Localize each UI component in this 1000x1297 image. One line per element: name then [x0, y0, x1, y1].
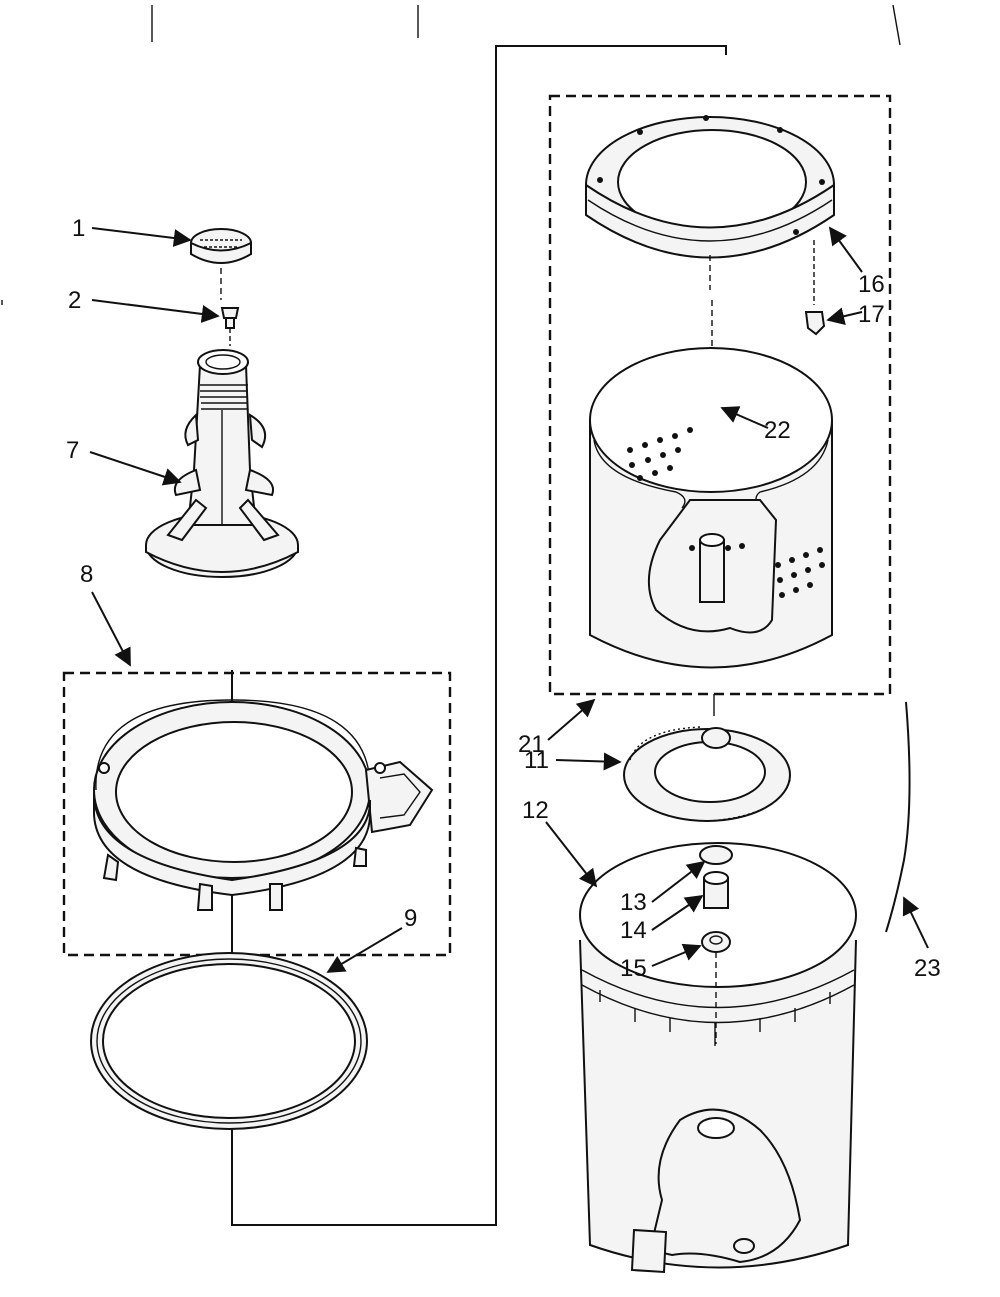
label-8: 8 — [80, 561, 93, 588]
label-7: 7 — [66, 437, 79, 464]
part-14-bearing — [703, 871, 729, 909]
part-labels: 1 2 7 8 9 11 12 13 14 15 16 17 21 22 23 — [66, 215, 941, 982]
part-7-agitator — [145, 349, 299, 578]
assembly-connector-line — [231, 45, 727, 1226]
part-2-bolt — [220, 307, 240, 346]
label-15: 15 — [620, 955, 647, 982]
assembly-21-box — [548, 94, 892, 696]
label-11: 11 — [524, 747, 549, 774]
leader-lines — [89, 226, 929, 973]
label-9: 9 — [404, 905, 417, 932]
part-12-outer-tub — [579, 842, 857, 1274]
label-22: 22 — [764, 417, 791, 444]
part-15-nut — [701, 931, 731, 1044]
label-21: 21 — [518, 731, 545, 758]
part-11-hub-gasket — [623, 694, 791, 822]
label-2: 2 — [68, 287, 81, 314]
assembly-8-box — [62, 671, 452, 957]
label-14: 14 — [620, 917, 647, 944]
label-17: 17 — [858, 301, 885, 328]
part-17-clip — [804, 240, 826, 336]
part-8-tub-ring — [92, 699, 434, 911]
label-23: 23 — [914, 955, 941, 982]
part-13-collar — [699, 845, 733, 865]
label-16: 16 — [858, 271, 885, 298]
part-23-hose — [885, 701, 911, 933]
label-13: 13 — [620, 889, 647, 916]
scan-marks — [1, 4, 901, 305]
part-1-agitator-cap — [190, 228, 252, 300]
part-16-balance-ring — [585, 115, 835, 290]
label-1: 1 — [72, 215, 85, 242]
label-12: 12 — [522, 797, 549, 824]
spin-basket — [589, 347, 833, 669]
part-9-seal-ring — [90, 952, 368, 1130]
